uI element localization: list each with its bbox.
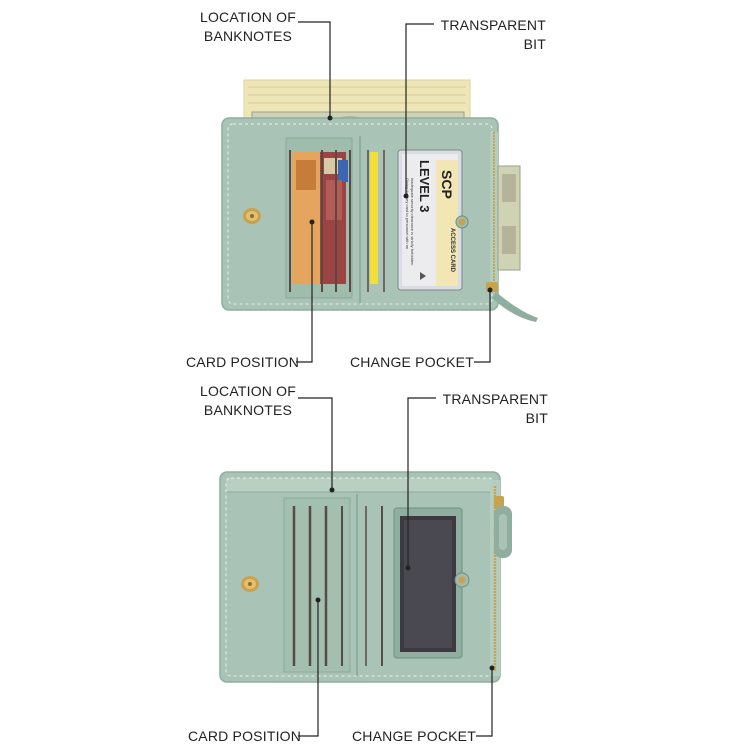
top-change-pocket-label: CHANGE POCKET (350, 354, 474, 370)
bottom-banknotes-label-line2: BANKNOTES (203, 402, 293, 418)
bottom-banknotes-label: LOCATION OF BANKNOTES (198, 382, 298, 420)
bottom-leader-lines (298, 397, 495, 737)
bottom-change-pocket-label: CHANGE POCKET (352, 728, 476, 744)
bottom-snap-button (241, 576, 259, 592)
top-change-pocket (486, 132, 538, 322)
top-transparent-label-line1: TRANSPARENT (440, 17, 546, 33)
top-banknotes-label: LOCATION OF BANKNOTES (198, 8, 298, 46)
top-banknotes-label-line1: LOCATION OF (199, 9, 297, 25)
bottom-banknotes-label-line1: LOCATION OF (199, 383, 297, 399)
bottom-transparent-label-line2: BIT (525, 410, 548, 426)
top-id-card-fine-print-1: Giving the key card to personnel with an (405, 178, 410, 249)
bottom-transparent-label-line1: TRANSPARENT (442, 391, 548, 407)
top-card-position-label: CARD POSITION (186, 354, 300, 370)
top-snap-button (243, 208, 261, 224)
bottom-transparent-label: TRANSPARENT BIT (432, 390, 548, 428)
top-transparent-label: TRANSPARENT BIT (430, 16, 546, 54)
bottom-transparent-window (393, 507, 470, 659)
bottom-change-pocket (490, 480, 512, 676)
top-id-card-level: LEVEL 3 (417, 160, 432, 213)
bottom-wallet (219, 471, 512, 683)
top-banknotes-label-line2: BANKNOTES (203, 28, 293, 44)
top-id-card: SCP LEVEL 3 ACCESS CARD Giving the key c… (397, 149, 463, 291)
bottom-card-position-label: CARD POSITION (188, 728, 302, 744)
top-wallet: SCP LEVEL 3 ACCESS CARD Giving the key c… (221, 79, 538, 322)
top-transparent-label-line2: BIT (523, 36, 546, 52)
top-leader-lines (296, 21, 493, 363)
top-id-card-fine-print-2: inadequate security clearance is strictl… (410, 178, 415, 265)
top-cards (292, 152, 348, 284)
top-id-card-brand: SCP (439, 170, 455, 199)
top-id-card-side-text: ACCESS CARD (449, 228, 455, 273)
